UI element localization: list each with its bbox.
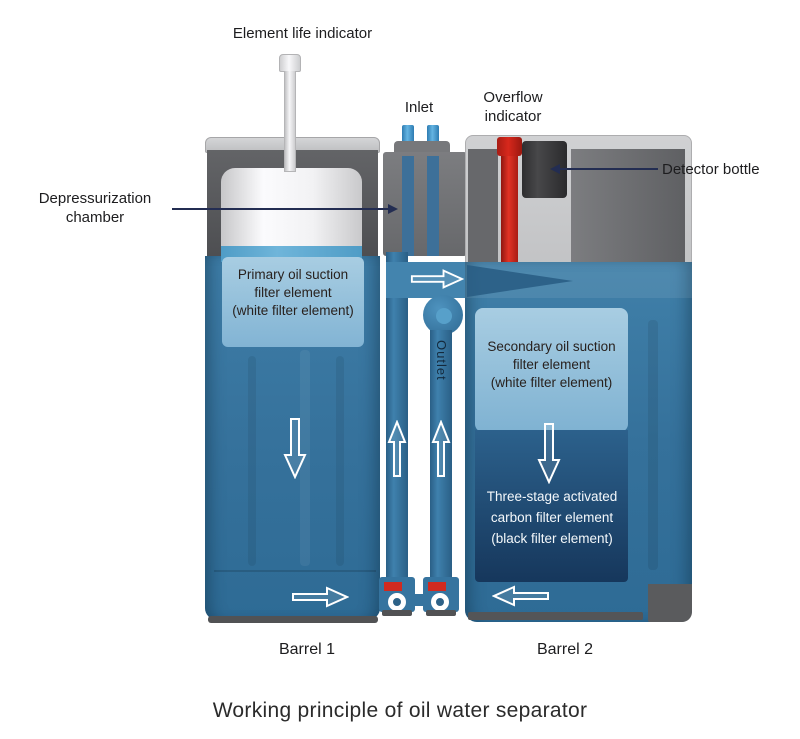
flow-wedge xyxy=(467,265,573,297)
outlet-ball-port xyxy=(436,308,452,324)
barrel1-panel-seam xyxy=(336,356,344,566)
transfer-channel xyxy=(386,262,470,298)
carbon-filter-line2: carbon filter element xyxy=(490,510,614,525)
carbon-filter-box xyxy=(475,430,628,582)
flow-left-arrow-icon xyxy=(492,585,549,607)
barrel1-panel-seam xyxy=(248,356,256,566)
drain-port-right xyxy=(431,593,449,611)
detector-bottle xyxy=(522,141,567,198)
detector-bottle-pointer-line xyxy=(559,168,658,170)
element-life-indicator-label: Element life indicator xyxy=(232,25,373,42)
drain-red-band-left xyxy=(384,582,402,591)
outlet-label: Outlet xyxy=(434,340,449,381)
barrel2-panel-seam xyxy=(648,320,658,570)
barrel1-white-filter-top xyxy=(221,168,362,252)
secondary-filter-line1: Secondary oil suction xyxy=(487,339,616,354)
flow-down-arrow-icon xyxy=(537,423,561,484)
secondary-filter-label: Secondary oil suction filter element (wh… xyxy=(476,338,627,392)
drain-foot-right xyxy=(426,610,456,616)
overflow-indicator-rod xyxy=(501,139,518,269)
barrel1-panel-seam xyxy=(300,350,310,566)
depressurization-pointer-arrowhead xyxy=(388,204,398,214)
inlet-block-tab xyxy=(394,141,450,155)
primary-filter-line3: (white filter element) xyxy=(232,303,354,318)
primary-filter-line2: filter element xyxy=(254,285,332,300)
outlet-pipe xyxy=(430,330,452,602)
barrel1-label: Barrel 1 xyxy=(278,641,336,658)
secondary-filter-line2: filter element xyxy=(512,357,591,372)
depressurization-chamber-label: Depressurization chamber xyxy=(38,190,152,226)
barrel2-inner-wall-left xyxy=(468,149,498,267)
overflow-indicator-label: Overflow indicator xyxy=(483,89,543,125)
flow-right-arrow-icon xyxy=(292,586,349,608)
diagram-caption: Working principle of oil water separator xyxy=(212,699,588,722)
flow-up-arrow-icon xyxy=(387,420,407,477)
inlet-inner-pipe-right xyxy=(427,156,439,256)
carbon-filter-line3: (black filter element) xyxy=(491,531,613,546)
primary-filter-line1: Primary oil suction xyxy=(237,267,349,282)
drain-connector xyxy=(404,594,434,606)
overflow-indicator-cap xyxy=(497,137,522,156)
flow-right-arrow-icon xyxy=(410,269,464,289)
drain-port-left xyxy=(388,593,406,611)
element-life-indicator-rod-cap xyxy=(279,54,301,72)
barrel2-right-foot xyxy=(648,584,692,622)
barrel2-label: Barrel 2 xyxy=(536,641,594,658)
detector-bottle-label: Detector bottle xyxy=(662,161,760,178)
carbon-filter-line1: Three-stage activated xyxy=(486,489,618,504)
detector-bottle-pointer-arrowhead xyxy=(550,164,560,174)
inlet-label: Inlet xyxy=(404,99,434,116)
flow-down-arrow-icon xyxy=(283,418,307,479)
flow-up-arrow-icon xyxy=(431,420,451,477)
carbon-filter-label: Three-stage activated carbon filter elem… xyxy=(477,486,627,549)
secondary-filter-box xyxy=(475,308,628,432)
primary-filter-box xyxy=(222,257,364,347)
barrel2-base xyxy=(468,612,643,620)
element-life-indicator-rod xyxy=(284,71,296,172)
drain-foot-left xyxy=(382,610,412,616)
riser-pipe xyxy=(386,252,408,602)
inlet-inner-pipe-left xyxy=(402,156,414,256)
drain-red-band-right xyxy=(428,582,446,591)
depressurization-pointer-line xyxy=(172,208,390,210)
barrel1-foot xyxy=(208,616,378,623)
primary-filter-label: Primary oil suction filter element (whit… xyxy=(222,266,364,320)
secondary-filter-line3: (white filter element) xyxy=(490,375,613,390)
barrel1-bottom-seam xyxy=(214,570,376,572)
